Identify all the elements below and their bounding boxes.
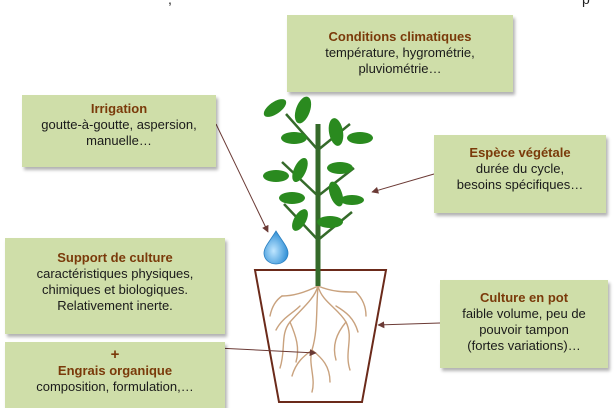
pot-line: (fortes variations)… [440, 338, 608, 354]
substrate-line: caractéristiques physiques, [5, 266, 225, 282]
pot-title: Culture en pot [440, 290, 608, 306]
fertilizer-box: + Engrais organique composition, formula… [5, 342, 225, 408]
substrate-line: Relativement inerte. [5, 298, 225, 314]
irrigation-line: manuelle… [22, 133, 216, 149]
arrow-irrigation [216, 124, 268, 232]
fertilizer-title: Engrais organique [5, 363, 225, 379]
plus-sign: + [5, 346, 225, 363]
species-title: Espèce végétale [434, 145, 606, 161]
climate-title: Conditions climatiques [287, 29, 513, 45]
fertilizer-line: composition, formulation,… [5, 379, 225, 395]
pot-icon [255, 270, 386, 402]
water-drop-icon [264, 231, 288, 264]
arrow-pot [378, 323, 440, 325]
species-line: besoins spécifiques… [434, 177, 606, 193]
pot-line: pouvoir tampon [440, 322, 608, 338]
irrigation-box: Irrigation goutte-à-goutte, aspersion, m… [22, 95, 216, 167]
irrigation-line: goutte-à-goutte, aspersion, [22, 117, 216, 133]
substrate-title: Support de culture [5, 250, 225, 266]
species-line: durée du cycle, [434, 161, 606, 177]
irrigation-title: Irrigation [22, 101, 216, 117]
species-box: Espèce végétale durée du cycle, besoins … [434, 135, 606, 213]
climate-line: température, hygrométrie, [287, 45, 513, 61]
pot-box: Culture en pot faible volume, peu de pou… [440, 280, 608, 368]
substrate-line: chimiques et biologiques. [5, 282, 225, 298]
climate-box: Conditions climatiques température, hygr… [287, 15, 513, 92]
climate-line: pluviométrie… [287, 61, 513, 77]
pot-line: faible volume, peu de [440, 306, 608, 322]
arrow-species [372, 174, 434, 192]
substrate-box: Support de culture caractéristiques phys… [5, 238, 225, 334]
